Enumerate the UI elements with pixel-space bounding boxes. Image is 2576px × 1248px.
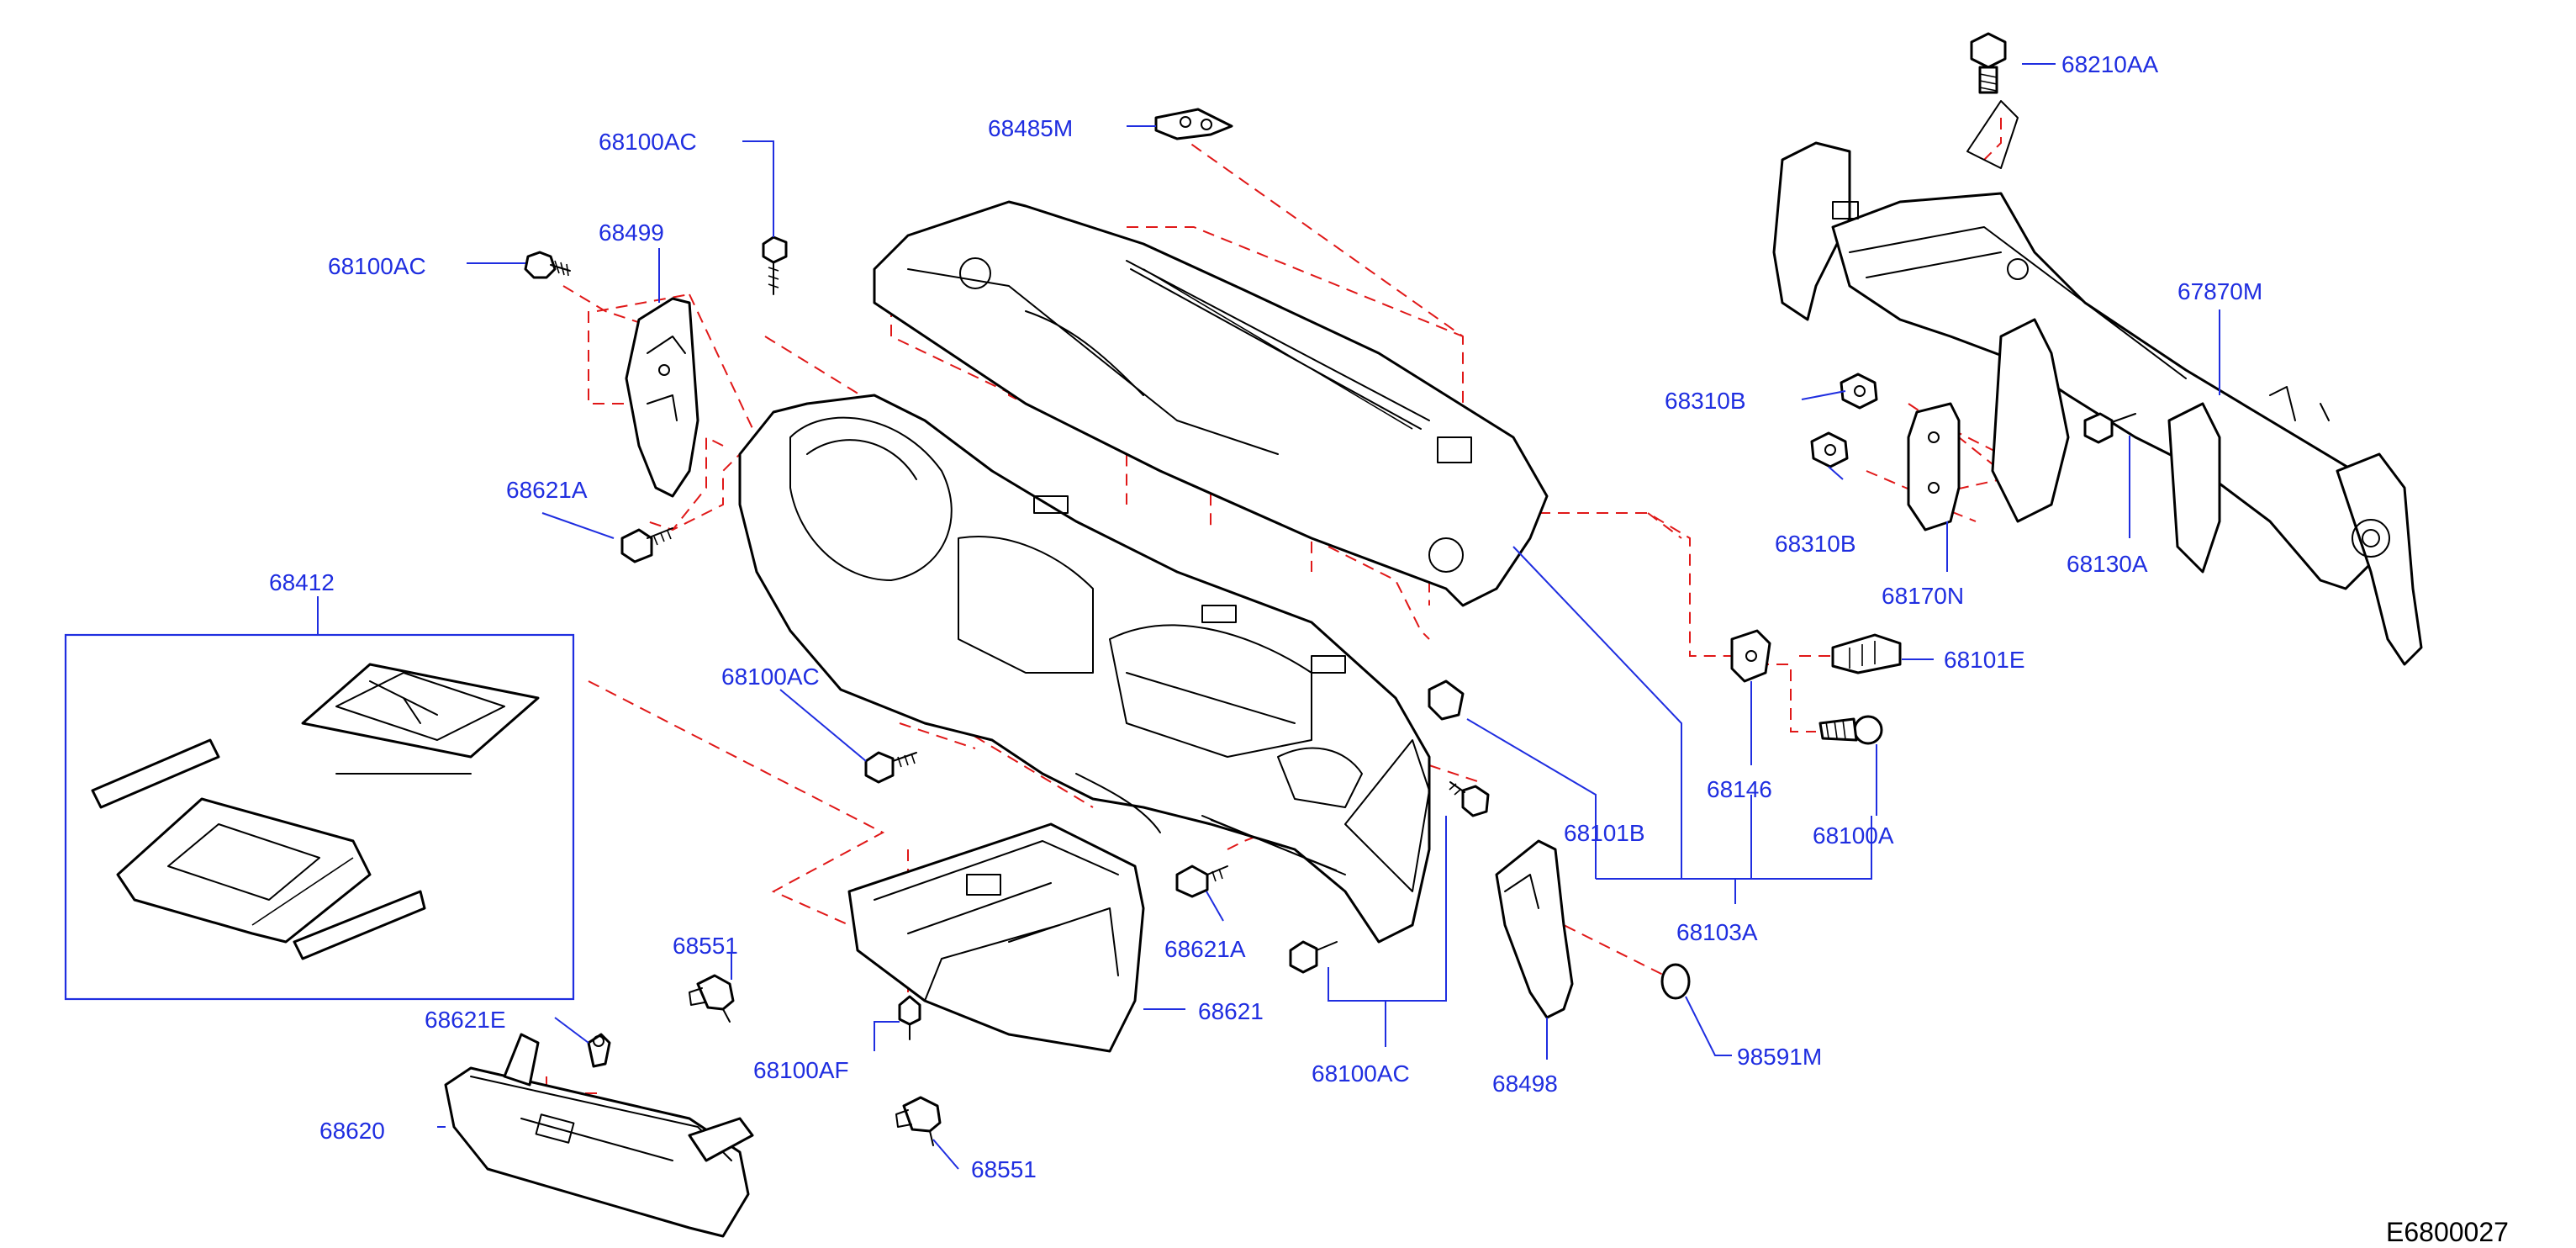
label-68130a[interactable]: 68130A [2067,551,2148,577]
leader-lines [317,63,2220,1170]
label-68621a-lower[interactable]: 68621A [1164,936,1246,962]
clip-68146 [1730,629,1771,683]
bolt-68100a [1819,715,1883,745]
instrument-panel [738,394,1431,944]
label-68412[interactable]: 68412 [269,569,335,595]
label-68100ac-lower[interactable]: 68100AC [1312,1060,1410,1087]
bolt-68621a-upper [620,527,673,563]
cap-98591m [1660,963,1691,1000]
label-68101e[interactable]: 68101E [1944,647,2025,673]
label-68101b[interactable]: 68101B [1564,820,1645,846]
label-68310b-upper[interactable]: 68310B [1665,388,1746,414]
screw-68100ac-centre [864,751,917,784]
group-box-68412 [64,633,575,1001]
part-labels: 68210AA 68485M 68100AC 68100AC 68499 686… [269,51,2262,1182]
nut-68310b-lower [1810,431,1849,468]
nut-68310b-upper [1840,373,1878,410]
bolt-68621a-lower [1175,865,1228,898]
label-68621a-upper[interactable]: 68621A [506,477,588,503]
label-68170n[interactable]: 68170N [1882,583,1964,609]
label-68100a[interactable]: 68100A [1813,822,1894,849]
label-68498[interactable]: 68498 [1492,1071,1558,1097]
label-68100af[interactable]: 68100AF [753,1057,849,1083]
label-67870m[interactable]: 67870M [2177,278,2262,304]
screw-68100ac-top [762,235,788,295]
diagram-code: E6800027 [2386,1217,2509,1247]
pocket-assembly-68412 [91,663,540,960]
stopper-68551-upper [689,974,735,1023]
upper-dashboard-panel [873,200,1549,607]
clip-68621e [587,1033,611,1068]
screw-68100ac-lower [1289,940,1338,974]
steering-member-67870m [1772,100,2423,666]
glove-box-68621 [847,822,1145,1053]
bracket-68170n [1907,402,1961,531]
stopper-68551-lower [895,1096,942,1146]
clip-68101e [1831,633,1902,674]
side-bracket-68499 [625,297,699,498]
label-68551-lower[interactable]: 68551 [971,1156,1037,1182]
side-cover-68498 [1495,839,1574,1019]
clip-68485m [1154,108,1233,140]
clip-68101b [1428,680,1465,721]
label-68146[interactable]: 68146 [1707,776,1772,802]
label-68551-upper[interactable]: 68551 [673,933,738,959]
label-68103a[interactable]: 68103A [1676,919,1758,945]
label-68620[interactable]: 68620 [319,1118,385,1144]
label-68310b-lower[interactable]: 68310B [1775,531,1856,557]
label-68621[interactable]: 68621 [1198,998,1264,1024]
label-68100ac-top[interactable]: 68100AC [599,129,697,155]
label-98591m[interactable]: 98591M [1737,1044,1822,1070]
screw-68100ac-left [524,251,571,279]
glove-lid-68620 [444,1033,754,1238]
bolt-68130a [2083,412,2136,444]
label-68100ac-left[interactable]: 68100AC [328,253,426,279]
label-68499[interactable]: 68499 [599,219,664,246]
screw-68100ac-right [1449,781,1490,817]
label-68621e[interactable]: 68621E [425,1007,506,1033]
bolt-68210aa [1970,32,2007,94]
label-68485m[interactable]: 68485M [988,115,1073,141]
label-68210aa[interactable]: 68210AA [2061,51,2159,77]
screw-68100af [898,995,921,1040]
label-68100ac-centre[interactable]: 68100AC [721,664,820,690]
